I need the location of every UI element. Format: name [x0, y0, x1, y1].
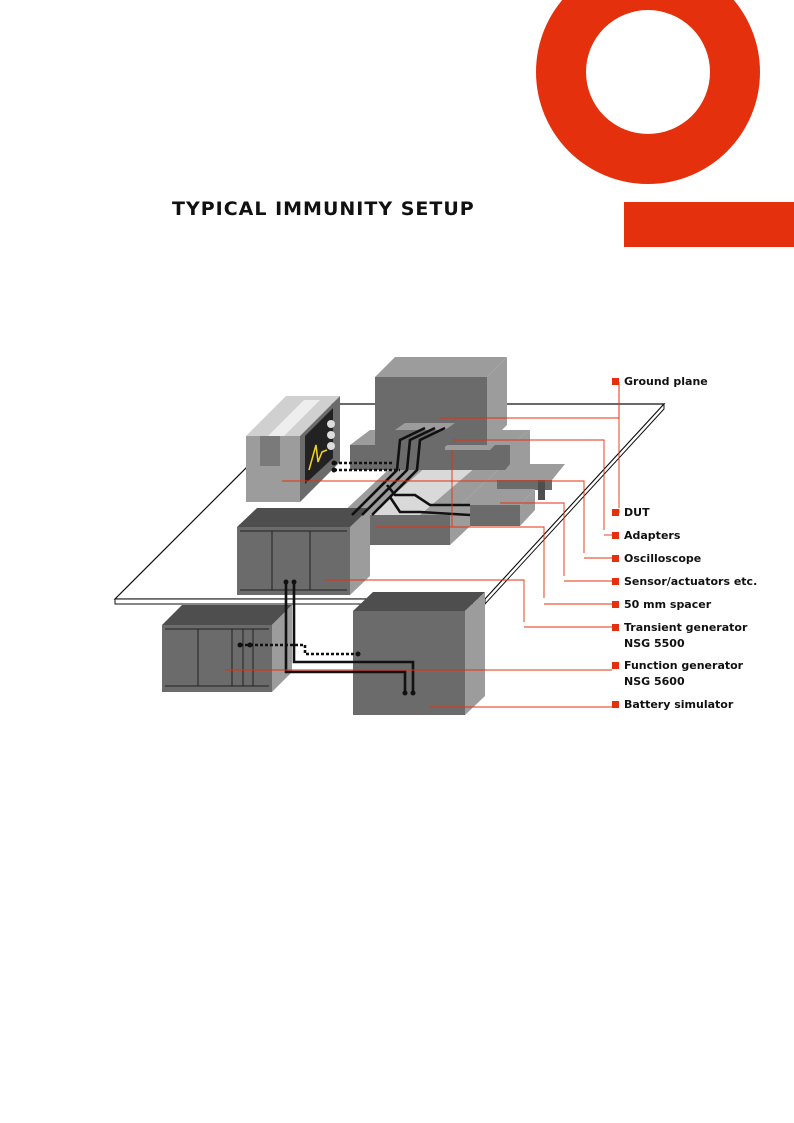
battery-simulator [353, 592, 485, 715]
bullet-square [612, 532, 619, 539]
label-sensor-actuators: Sensor/actuators etc. [612, 574, 757, 590]
brand-ring-hole [586, 10, 710, 134]
label-battery-simulator: Battery simulator [612, 697, 733, 713]
brand-red-bar [624, 202, 794, 247]
bullet-square [612, 378, 619, 385]
label-dut: DUT [612, 505, 650, 521]
sensor-actuator-2 [470, 489, 535, 526]
bullet-square [612, 701, 619, 708]
bullet-square [612, 555, 619, 562]
bullet-square [612, 578, 619, 585]
function-generator [162, 605, 292, 692]
bullet-square [612, 601, 619, 608]
bullet-square [612, 509, 619, 516]
leader-lines [225, 382, 620, 708]
cables [237, 426, 471, 696]
page-title: TYPICAL IMMUNITY SETUP [172, 198, 475, 220]
label-spacer: 50 mm spacer [612, 597, 711, 613]
bullet-square [612, 624, 619, 631]
label-transient-generator: Transient generator NSG 5500 [612, 620, 747, 652]
sensor-actuator-1 [497, 464, 565, 500]
label-adapters: Adapters [612, 528, 680, 544]
bullet-square [612, 662, 619, 669]
label-ground-plane: Ground plane [612, 374, 708, 390]
label-function-generator: Function generator NSG 5600 [612, 658, 743, 690]
transient-generator [237, 508, 370, 595]
oscilloscope [246, 396, 340, 502]
label-oscilloscope: Oscilloscope [612, 551, 701, 567]
